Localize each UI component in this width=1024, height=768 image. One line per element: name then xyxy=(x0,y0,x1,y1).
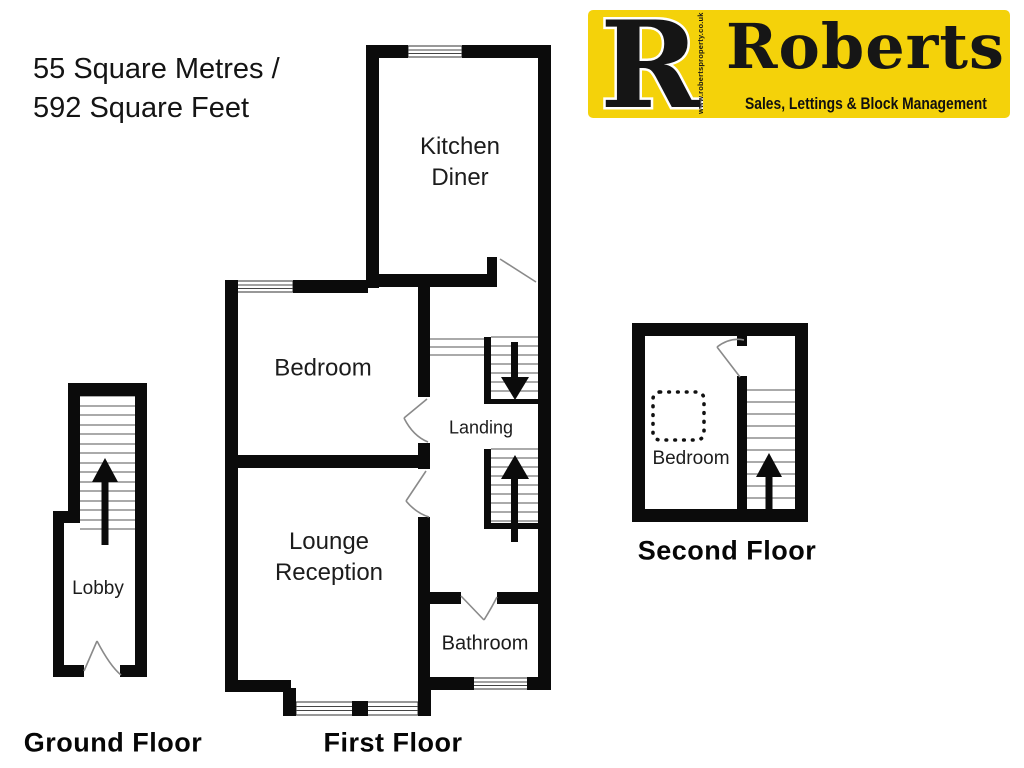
area-title-line1: 55 Square Metres / xyxy=(33,53,280,85)
up-arrow-icon xyxy=(501,455,529,542)
room-label-landing: Landing xyxy=(448,417,514,438)
logo-vertical-url: www.robertsproperty.co.uk xyxy=(696,12,705,114)
kitchen-window xyxy=(407,45,463,58)
caption-ground-floor: Ground Floor xyxy=(23,727,203,758)
logo-brand-name: Roberts xyxy=(726,10,1005,83)
room-label-lobby: Lobby xyxy=(72,578,124,599)
caption-second-floor: Second Floor xyxy=(637,535,817,566)
svg-text:R: R xyxy=(600,0,701,136)
room-label-bedroom-second: Bedroom xyxy=(652,448,730,469)
bedroom-window xyxy=(235,280,294,293)
caption-first-floor: First Floor xyxy=(323,727,463,758)
kitchen-door xyxy=(499,258,537,283)
first-floor-doors xyxy=(403,258,537,621)
lounge-door xyxy=(405,470,430,518)
area-title: 55 Square Metres / 592 Square Feet xyxy=(33,50,280,128)
room-label-bedroom-first: Bedroom xyxy=(274,354,372,382)
agency-logo: R www.robertsproperty.co.uk Roberts Sale… xyxy=(588,0,1010,139)
ground-floor-walls xyxy=(53,383,147,677)
staircase-down xyxy=(430,336,538,404)
room-label-kitchen-diner: Kitchen Diner xyxy=(419,133,501,191)
bathroom-window xyxy=(472,677,529,690)
second-floor-plan xyxy=(632,323,808,522)
room-label-bathroom: Bathroom xyxy=(441,632,529,655)
logo-letter-r: R xyxy=(598,0,704,139)
first-floor-walls xyxy=(225,45,551,716)
bedroom2-door xyxy=(716,338,745,378)
up-arrow-icon xyxy=(92,458,118,545)
bathroom-door xyxy=(460,595,498,621)
area-title-line2: 592 Square Feet xyxy=(33,92,250,124)
second-floor-walls xyxy=(632,323,808,522)
logo-tagline: Sales, Lettings & Block Management xyxy=(745,95,987,113)
up-arrow-icon xyxy=(756,453,782,519)
first-floor-plan xyxy=(225,45,551,716)
bedroom-door xyxy=(403,398,429,443)
staircase-up xyxy=(484,448,538,542)
ground-floor-plan xyxy=(53,383,147,677)
room-label-lounge-reception: Lounge Reception xyxy=(274,528,384,586)
down-arrow-icon xyxy=(501,342,529,400)
rooflight-dashed-square xyxy=(651,390,706,442)
lobby-door xyxy=(83,640,122,676)
